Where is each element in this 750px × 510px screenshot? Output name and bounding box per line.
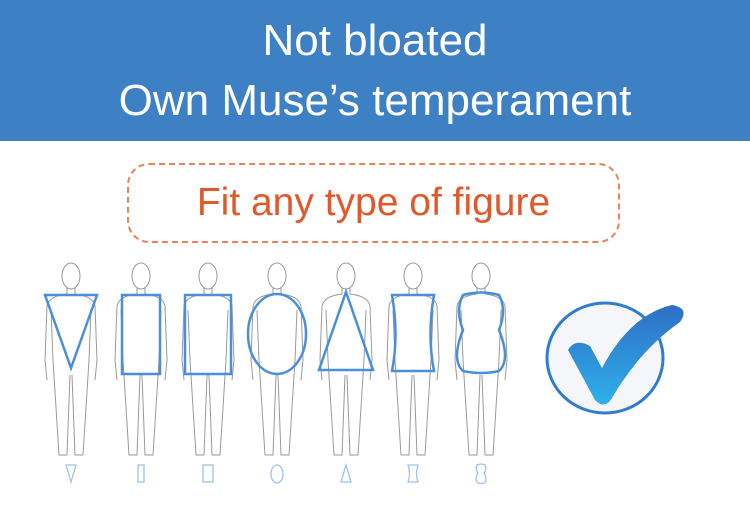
figure-narrow-rectangle (114, 262, 168, 483)
shape-overlay (317, 288, 375, 372)
figure-triangle (317, 262, 375, 483)
fit-badge: Fit any type of figure (127, 163, 620, 243)
shape-symbol-icon (202, 464, 214, 483)
shape-overlay (246, 292, 308, 376)
figure-hourglass (386, 262, 440, 483)
headline-line-2: Own Muse’s temperament (118, 76, 632, 125)
shape-symbol-icon (270, 464, 284, 484)
figure-rectangle (181, 262, 235, 483)
shape-overlay (455, 291, 507, 375)
body-outline (44, 262, 98, 456)
body-shapes-illustration (43, 262, 684, 485)
shape-symbol-icon (65, 464, 77, 485)
shape-overlay (120, 293, 162, 376)
shape-symbol-icon (407, 464, 419, 483)
shape-symbol-icon (137, 464, 145, 483)
figure-oval (246, 262, 308, 484)
header-banner: Not bloated Own Muse’s temperament (0, 0, 750, 141)
shape-overlay (183, 293, 233, 376)
headline-line-1: Not bloated (262, 16, 488, 65)
body-outline (181, 262, 235, 456)
shape-symbol-icon (340, 462, 352, 483)
shape-symbol-icon (475, 463, 487, 485)
checkmark-icon (545, 301, 684, 415)
shape-overlay (43, 293, 99, 372)
shape-overlay (390, 293, 436, 373)
figure-inverted-triangle (43, 262, 99, 485)
figure-rounded-hourglass (454, 262, 508, 485)
body-outline (250, 262, 304, 456)
